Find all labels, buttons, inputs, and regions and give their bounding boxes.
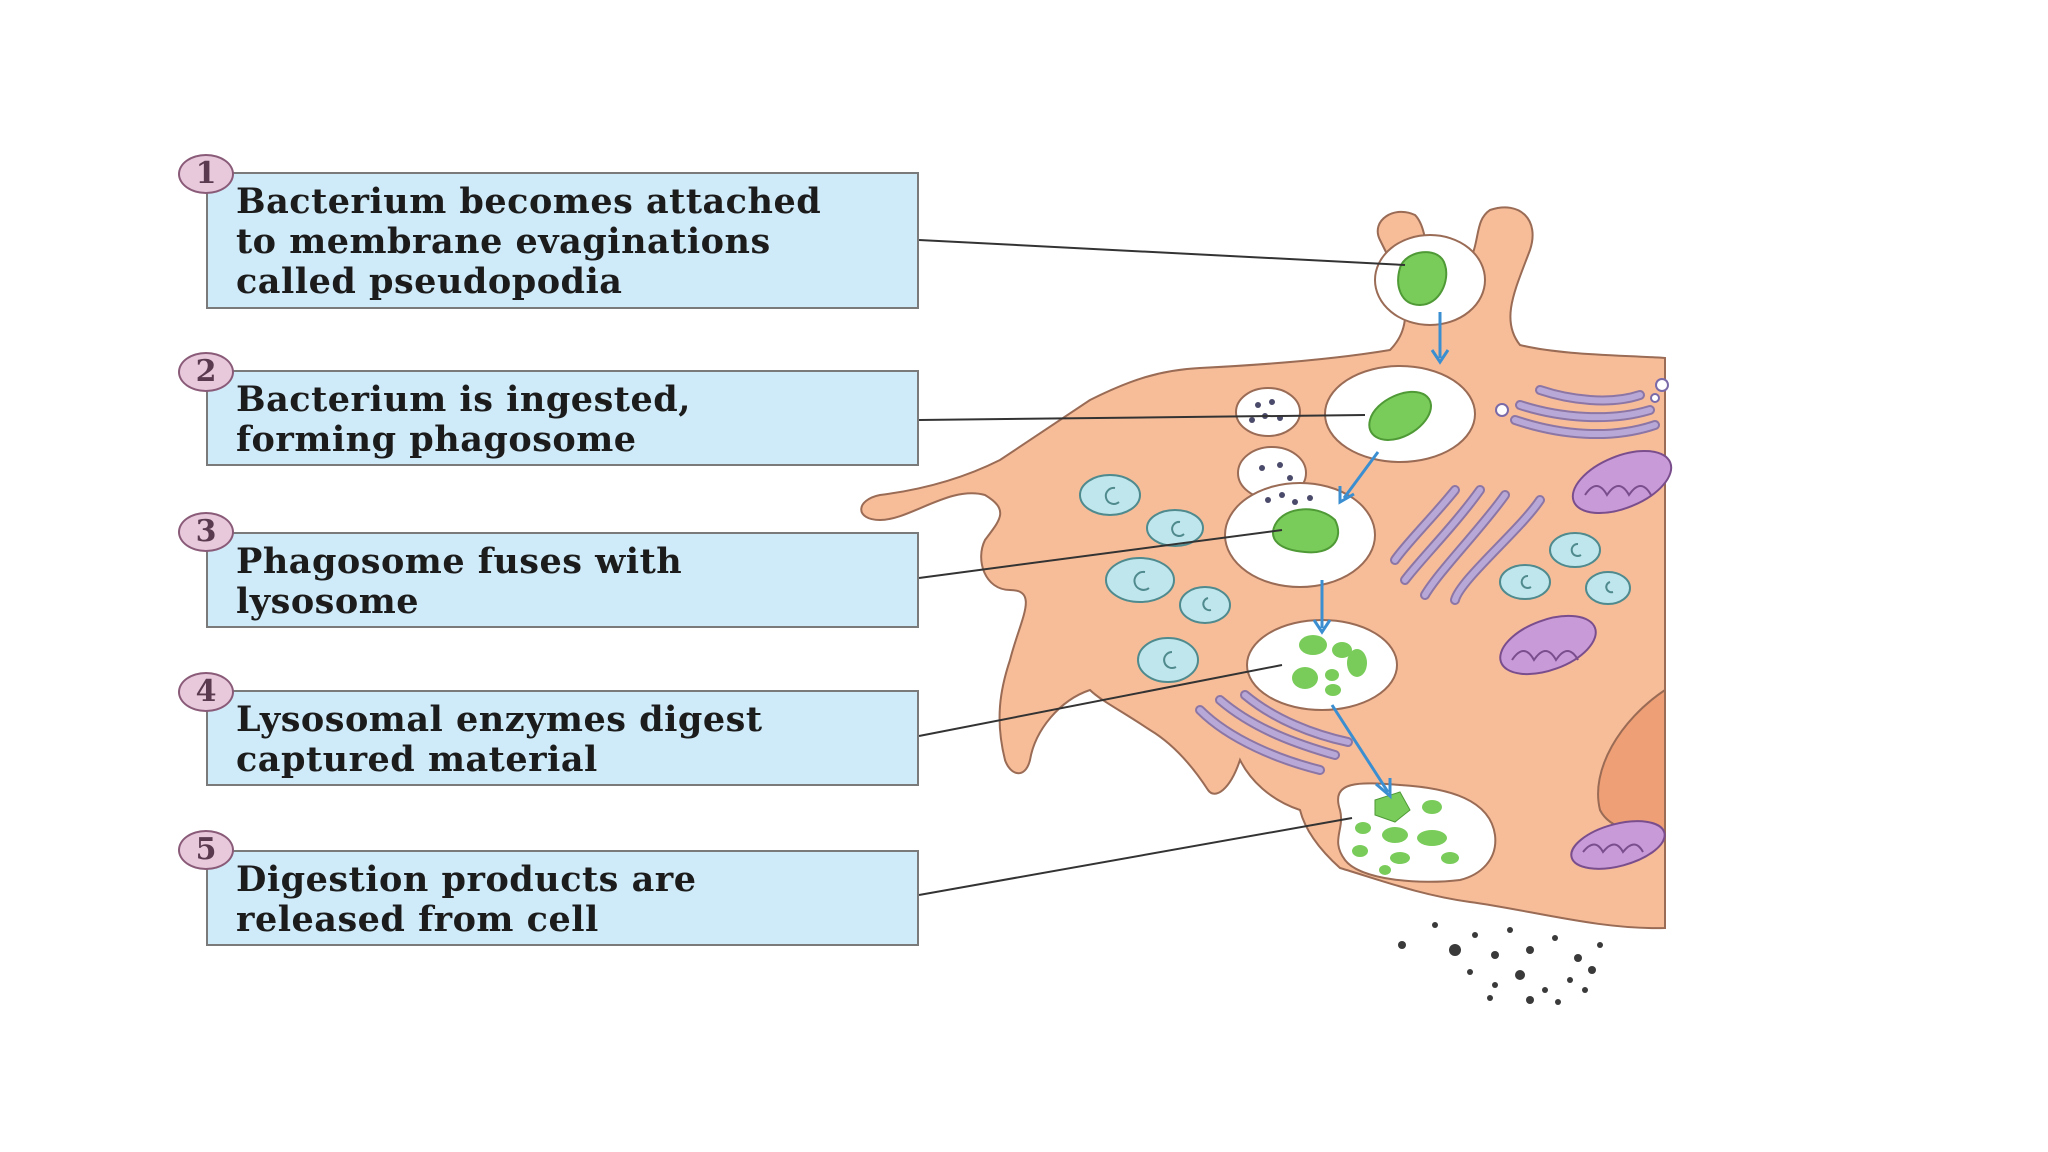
step-4-text: Lysosomal enzymes digest captured materi… — [236, 699, 763, 780]
leader-lines — [918, 239, 1406, 896]
lysosome — [1235, 387, 1301, 437]
step-4-number-badge: 4 — [178, 672, 234, 712]
vesicles — [1079, 474, 1631, 683]
step-5-box: Digestion products are released from cel… — [206, 850, 919, 946]
step-5-number-badge: 5 — [178, 830, 234, 870]
released-particles — [1398, 922, 1603, 1005]
step-2-text: Bacterium is ingested, forming phagosome — [236, 379, 691, 460]
bacterium-icon — [1368, 390, 1432, 441]
bacterium-icon — [1272, 508, 1340, 554]
step-4-box: Lysosomal enzymes digest captured materi… — [206, 690, 919, 786]
step-3-text: Phagosome fuses with lysosome — [236, 541, 683, 622]
process-arrows — [1312, 312, 1450, 800]
step-3-number-badge: 3 — [178, 512, 234, 552]
step-1-box: Bacterium becomes attached to membrane e… — [206, 172, 919, 309]
step-1-text: Bacterium becomes attached to membrane e… — [236, 181, 822, 302]
step-5-text: Digestion products are released from cel… — [236, 859, 697, 940]
bacterium-icon — [1397, 251, 1448, 307]
step-3-box: Phagosome fuses with lysosome — [206, 532, 919, 628]
step-2-box: Bacterium is ingested, forming phagosome — [206, 370, 919, 466]
step-1-number-badge: 1 — [178, 154, 234, 194]
step-2-number-badge: 2 — [178, 352, 234, 392]
